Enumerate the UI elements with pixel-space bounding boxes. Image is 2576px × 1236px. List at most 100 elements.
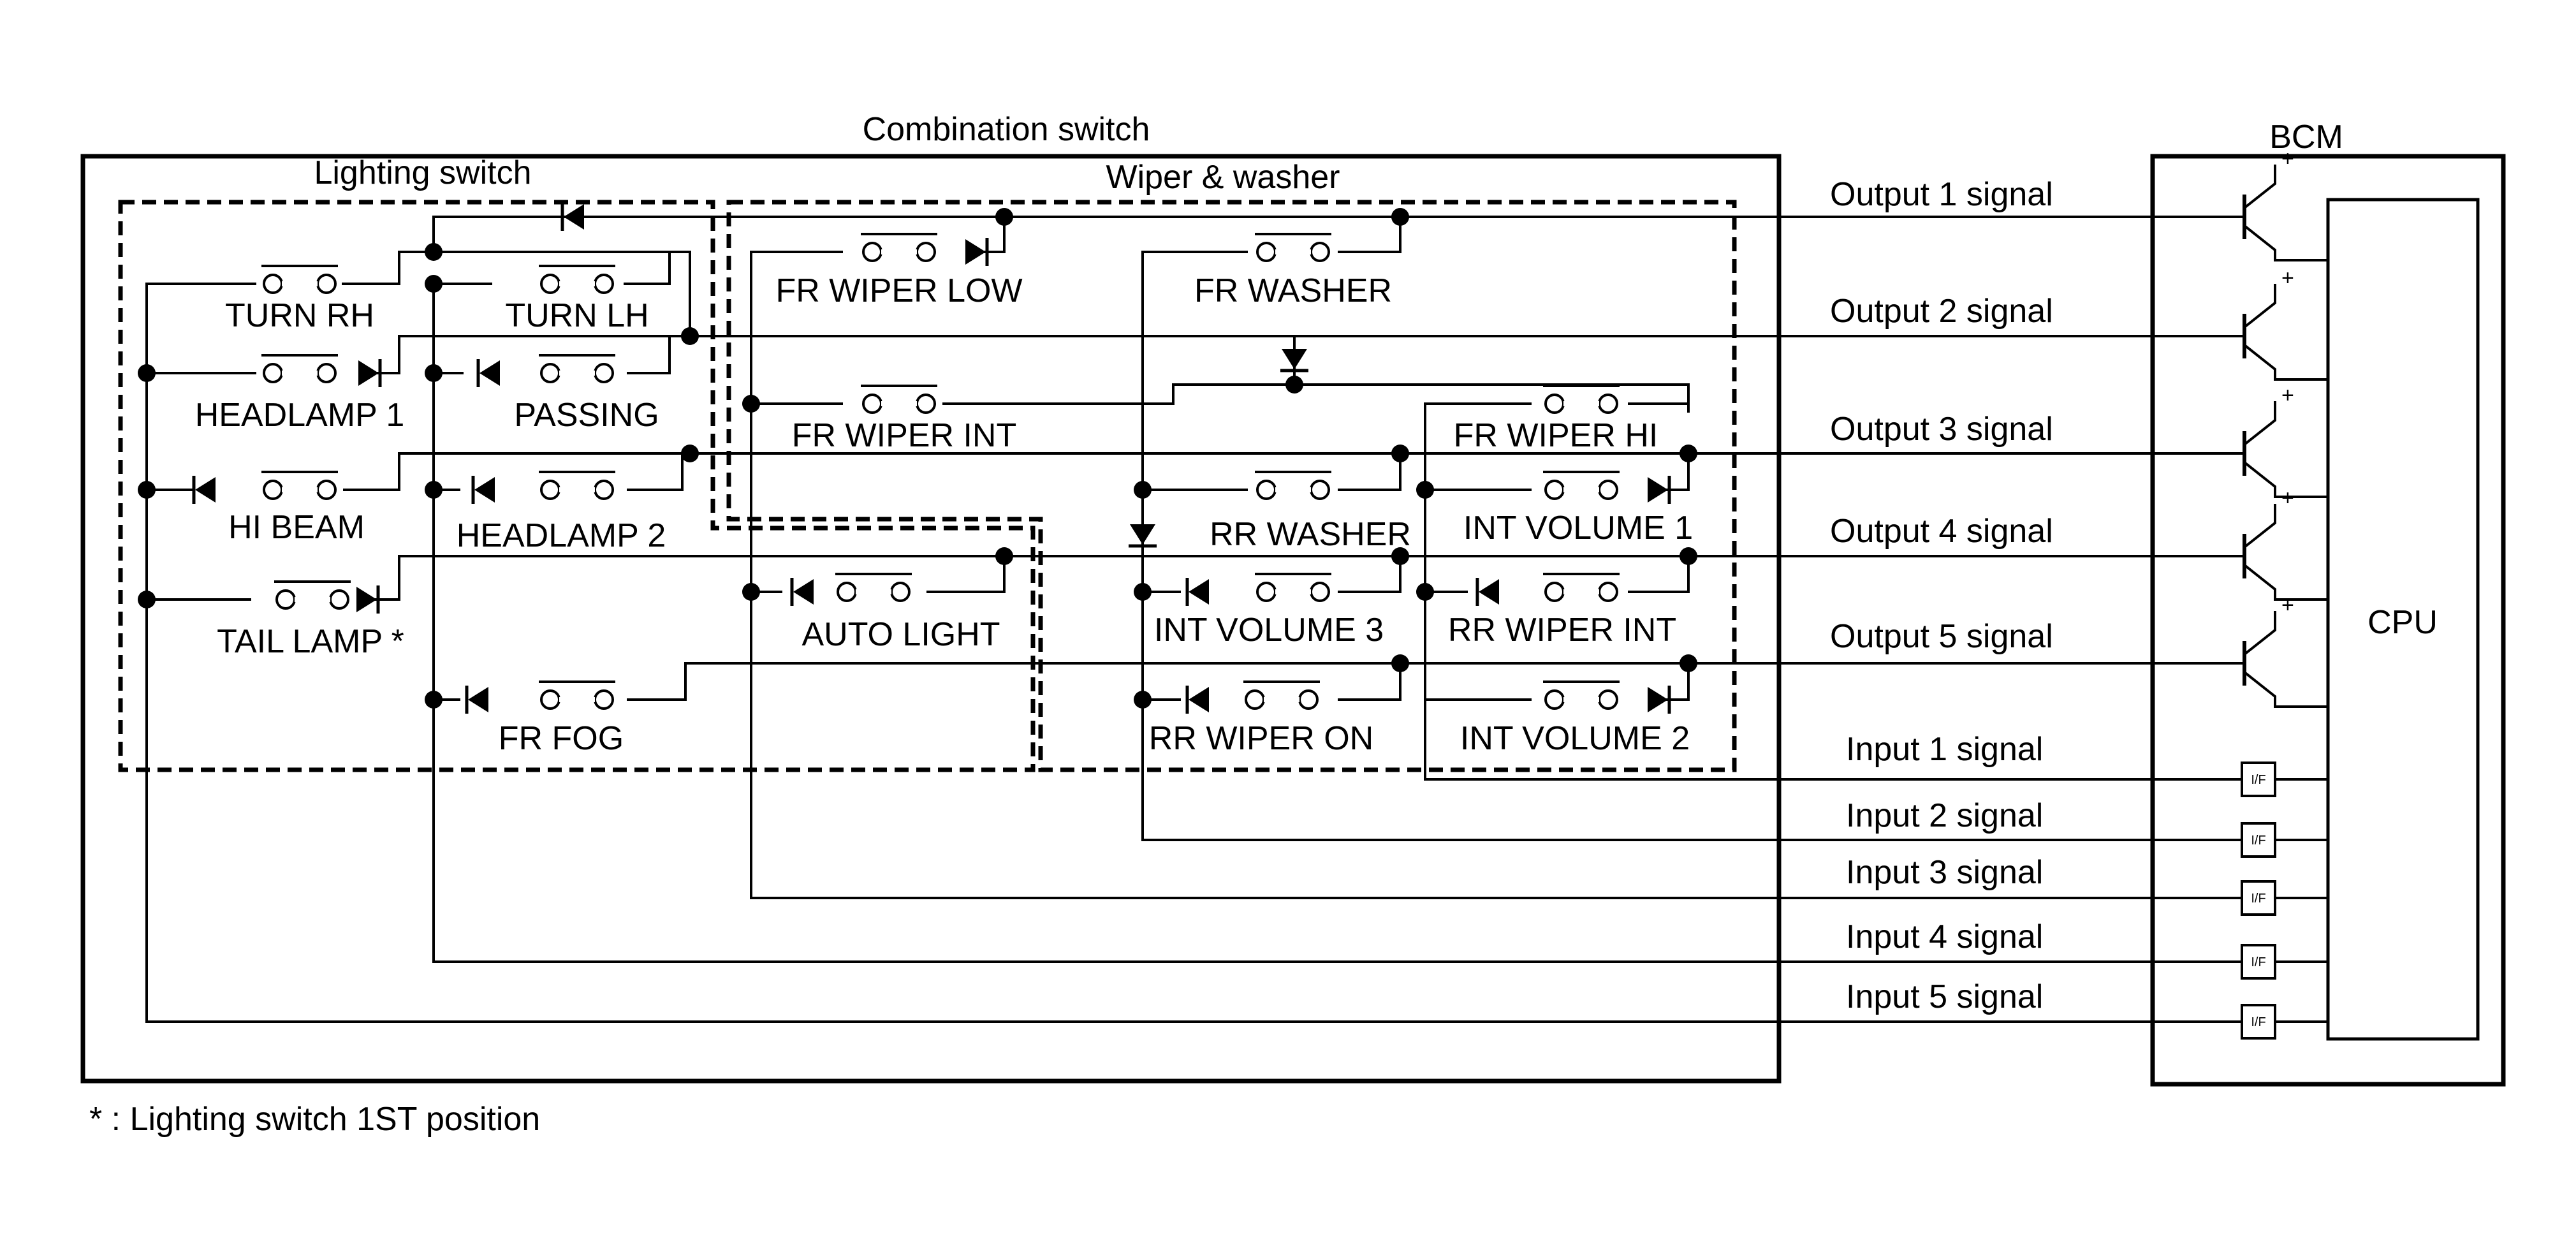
diode-rr-washer [1129,524,1157,548]
output-transistor-4: + [2215,486,2329,601]
junction-dot [1391,654,1409,672]
label-turn-rh: TURN RH [225,297,374,334]
bcm-box [2150,154,2506,1087]
junction-dot [425,364,443,382]
bcm-input-interfaces: I/FI/FI/FI/FI/F [2241,761,2329,1040]
wiper-wiring [750,216,1690,899]
interface-label: I/F [2251,773,2265,787]
diode-headlamp-1 [358,359,382,387]
interface-label: I/F [2251,955,2265,969]
diode-tail-lamp [356,585,380,614]
label-fr-fog: FR FOG [499,720,624,757]
combination-switch-box [80,154,1782,1084]
signal-labels: Output 1 signal Output 2 signal Output 3… [1830,176,2053,1015]
svg-text:+: + [2281,593,2294,617]
label-rr-wiper-on: RR WIPER ON [1149,720,1373,757]
bcm-label: BCM [2269,119,2343,156]
svg-text:+: + [2281,147,2294,171]
junction-dot [995,208,1013,226]
junction-dot [1134,691,1152,709]
footnote: * : Lighting switch 1ST position [89,1101,540,1138]
label-input-2: Input 2 signal [1846,797,2043,834]
junction-dot [425,275,443,293]
diode-int-volume-2 [1648,686,1671,714]
diode-rr-wiper-on [1185,686,1209,714]
label-int-volume-1: INT VOLUME 1 [1463,510,1693,547]
output-transistor-5: + [2215,593,2329,708]
label-output-1: Output 1 signal [1830,176,2053,213]
label-rr-washer: RR WASHER [1210,516,1411,553]
switch-fr-wiper-low [860,233,939,262]
junction-dot [681,327,699,345]
junction-dot [742,395,760,413]
label-rr-wiper-int: RR WIPER INT [1448,612,1676,649]
interface-label: I/F [2251,834,2265,848]
switch-auto-light [834,573,913,602]
input-interface-3: I/F [2241,880,2329,916]
junction-dot [1285,376,1303,394]
junction-dot [1134,481,1152,499]
label-output-2: Output 2 signal [1830,293,2053,330]
label-output-5: Output 5 signal [1830,618,2053,655]
svg-text:+: + [2281,266,2294,290]
diode-rr-wiper-int [1475,578,1499,606]
switch-rr-washer [1254,471,1333,500]
junction-dot [425,243,443,261]
label-int-volume-2: INT VOLUME 2 [1460,720,1690,757]
junction-dot [1134,583,1152,601]
input-interface-2: I/F [2241,822,2329,858]
label-output-4: Output 4 signal [1830,513,2053,550]
label-auto-light: AUTO LIGHT [801,616,1000,653]
junction-dot [425,691,443,709]
label-fr-wiper-low: FR WIPER LOW [775,272,1022,309]
switch-int-volume-1 [1542,471,1621,500]
switch-turn-rh [260,265,339,294]
diode-fr-fog [465,686,488,714]
junction-dot [995,547,1013,565]
junction-dot [742,583,760,601]
switch-headlamp-1 [260,354,339,383]
output-transistor-1: + [2215,147,2329,261]
junction-dot [1391,445,1409,462]
input-interface-1: I/F [2241,761,2329,797]
junction-dot [1680,654,1697,672]
label-input-5: Input 5 signal [1846,978,2043,1015]
switch-labels: TURN RH TURN LH HEADLAMP 1 PASSING HI BE… [195,272,1693,757]
label-passing: PASSING [514,397,659,434]
junction-dot [1416,583,1434,601]
switch-hi-beam [260,471,339,500]
label-output-3: Output 3 signal [1830,411,2053,448]
label-fr-washer: FR WASHER [1194,272,1392,309]
label-input-1: Input 1 signal [1846,731,2043,768]
wiper-washer-group [726,200,1737,772]
junction-dot [138,481,156,499]
label-fr-wiper-int: FR WIPER INT [792,417,1016,454]
switch-rr-wiper-on [1242,681,1321,710]
label-headlamp-1: HEADLAMP 1 [195,397,405,434]
lighting-wiring [145,216,699,1023]
diode-fr-wiper-low [965,238,989,266]
diode-auto-light [790,578,814,606]
switch-contacts [138,203,1697,714]
wiper-washer-label: Wiper & washer [1106,159,1340,196]
lighting-switch-label: Lighting switch [314,154,531,191]
switch-int-volume-2 [1542,681,1621,710]
output-transistor-3: + [2215,383,2329,498]
svg-text:+: + [2281,486,2294,510]
switch-passing [538,354,617,383]
label-fr-wiper-hi: FR WIPER HI [1454,417,1658,454]
switch-fr-washer [1254,233,1333,262]
diode-hi-beam [192,476,216,504]
cpu-box [2326,198,2480,1041]
label-int-volume-3: INT VOLUME 3 [1154,612,1384,649]
junction-dot [1391,208,1409,226]
diode-turn-output [560,203,584,231]
switch-int-volume-3 [1254,573,1333,602]
switch-turn-lh [538,265,617,294]
label-hi-beam: HI BEAM [228,509,365,546]
switch-tail-lamp [273,580,352,610]
diode-headlamp-2 [471,476,495,504]
junction-dot [681,445,699,462]
junction-dot [1680,547,1697,565]
diode-passing [476,359,500,387]
